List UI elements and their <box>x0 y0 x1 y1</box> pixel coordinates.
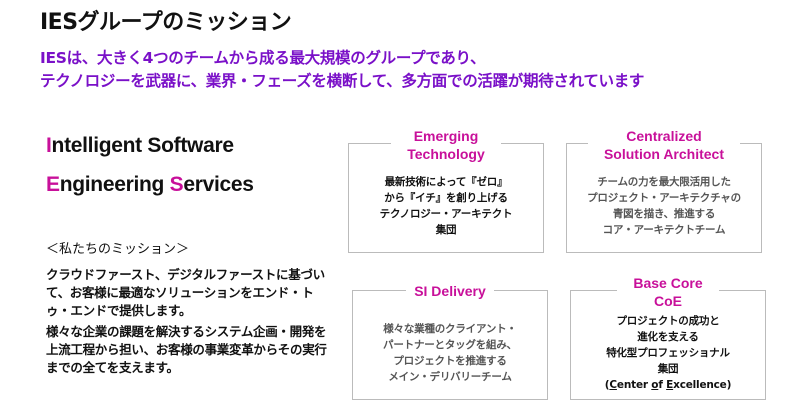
subtitle-line-1: IESは、大きく4つのチームから成る最大規模のグループであり、 <box>40 49 486 67</box>
card-body: 様々な業種のクライアント・パートナーとタッグを組み、プロジェクトを推進するメイン… <box>383 323 517 383</box>
card-si-delivery: SI Delivery 様々な業種のクライアント・パートナーとタッグを組み、プロ… <box>352 282 548 400</box>
mission-heading: ＜私たちのミッション＞ <box>46 242 190 257</box>
card-body: チームの力を最大限活用したプロジェクト・アーキテクチャの青図を描き、推進するコア… <box>587 176 741 236</box>
subtitle-line-2: テクノロジーを武器に、業界・フェーズを横断して、多方面での活躍が期待されています <box>40 72 645 90</box>
card-title: SI Delivery <box>353 281 547 300</box>
ies-logo-line-1: Intelligent Software <box>46 134 234 157</box>
coe-footnote: (Center of Excellence) <box>604 379 732 391</box>
card-body: プロジェクトの成功と進化を支える特化型プロフェッショナル集団 (Center o… <box>571 313 765 393</box>
ies-logo-line-2: Engineering Services <box>46 173 254 196</box>
card-body: 最新技術によって『ゼロ』から『イチ』を創り上げるテクノロジー・アーキテクト集団 <box>379 176 513 236</box>
page-title: IESグループのミッション <box>40 10 292 35</box>
mission-paragraph-2: 様々な企業の課題を解決するシステム企画・開発を上流工程から担い、お客様の事業変革… <box>46 324 327 375</box>
mission-paragraph-1: クラウドファースト、デジタルファーストに基づいて、お客様に最適なソリューションを… <box>46 267 325 318</box>
